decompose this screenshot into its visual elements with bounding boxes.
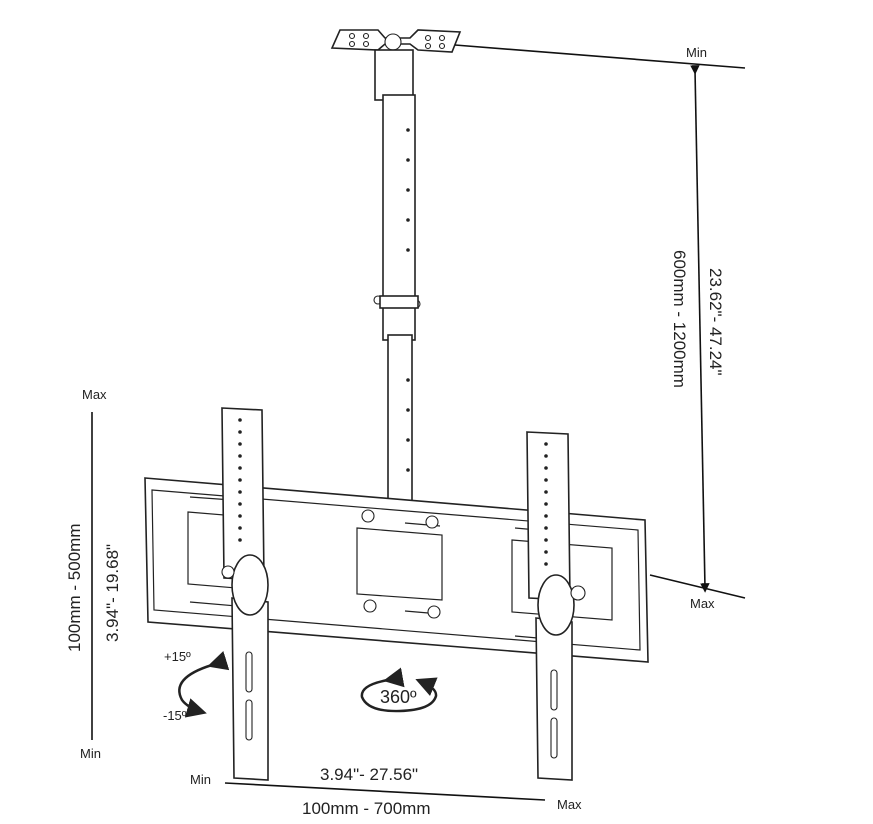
swivel-label: 360º: [380, 687, 417, 707]
tilt-down-label: -15º: [163, 708, 187, 723]
vesa-vertical-metric-label: 100mm - 500mm: [65, 524, 84, 652]
rotate-arrow-icon: [360, 667, 438, 713]
tilt-arrow-icon: [178, 651, 230, 718]
height-dimension: Min Max 600mm - 1200mm 23.62"- 47.24": [454, 44, 746, 611]
extension-pole: [373, 94, 421, 506]
height-max-label: Max: [690, 596, 715, 611]
vesa-horizontal-imperial-label: 3.94"- 27.56": [320, 765, 418, 784]
vesa-horizontal-dimension: Min Max 3.94"- 27.56" 100mm - 700mm: [190, 765, 582, 818]
tilt-indicator: +15º -15º: [163, 649, 230, 723]
vesa-vertical-max-label: Max: [82, 387, 107, 402]
vesa-vertical-imperial-label: 3.94"- 19.68": [103, 544, 122, 642]
vesa-horizontal-metric-label: 100mm - 700mm: [302, 799, 430, 818]
left-bracket-arm: [221, 407, 269, 781]
vesa-vertical-min-label: Min: [80, 746, 101, 761]
swivel-indicator: 360º: [360, 667, 438, 713]
height-metric-label: 600mm - 1200mm: [670, 250, 689, 388]
ceiling-plate: [330, 29, 462, 101]
tilt-up-label: +15º: [164, 649, 191, 664]
right-bracket-arm: [526, 431, 586, 781]
vesa-vertical-dimension: Max Min 100mm - 500mm 3.94"- 19.68": [65, 387, 122, 761]
mounting-plate: [144, 477, 649, 663]
height-min-label: Min: [686, 45, 707, 60]
vesa-horizontal-min-label: Min: [190, 772, 211, 787]
vesa-horizontal-max-label: Max: [557, 797, 582, 812]
height-imperial-label: 23.62"- 47.24": [706, 268, 725, 376]
